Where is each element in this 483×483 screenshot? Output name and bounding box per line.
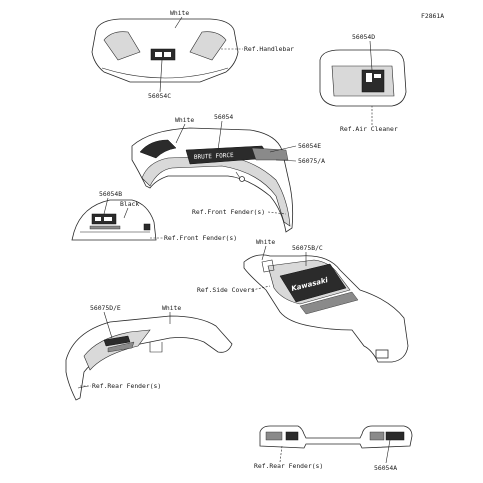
label-white-front: White (175, 116, 194, 124)
front-fender-right: BRUTE FORCE (131, 127, 294, 233)
brute-force-decal: BRUTE FORCE (194, 152, 234, 161)
ref-front-fender-right: Ref.Front Fender(s) (192, 208, 265, 216)
part-56054D: 56054D (352, 33, 375, 41)
label-black: Black (120, 200, 139, 208)
ref-air-cleaner: Ref.Air Cleaner (340, 125, 398, 133)
part-56075BC: 56075B/C (292, 244, 323, 252)
part-56054E: 56054E (298, 142, 321, 150)
air-cleaner-cover (319, 49, 407, 107)
part-56054B: 56054B (99, 190, 122, 198)
ref-rear-fender-left: Ref.Rear Fender(s) (92, 382, 161, 390)
label-white-rear: White (162, 304, 181, 312)
warning-label-decal (361, 69, 385, 93)
side-cover: Kawasaki (243, 254, 409, 363)
front-fender-left (71, 199, 157, 241)
part-56075DE: 56075D/E (90, 304, 121, 312)
figure-code: F2861A (421, 12, 444, 20)
ref-front-fender-left: Ref.Front Fender(s) (164, 234, 237, 242)
part-56054A: 56054A (374, 464, 397, 472)
ref-handlebar: Ref.Handlebar (244, 45, 294, 53)
rear-fender-left (65, 315, 233, 401)
label-white-top: White (170, 9, 189, 17)
ref-side-covers: Ref.Side Covers (197, 286, 255, 294)
kawasaki-logo-decal (150, 48, 176, 61)
part-56054C: 56054C (148, 92, 171, 100)
rear-fender-bottom (259, 425, 413, 449)
part-56075A: 56075/A (298, 157, 325, 165)
part-56054: 56054 (214, 113, 233, 121)
label-white-side: White (256, 238, 275, 246)
handlebar-cover (91, 18, 239, 83)
ref-rear-fender-bottom: Ref.Rear Fender(s) (254, 462, 323, 470)
